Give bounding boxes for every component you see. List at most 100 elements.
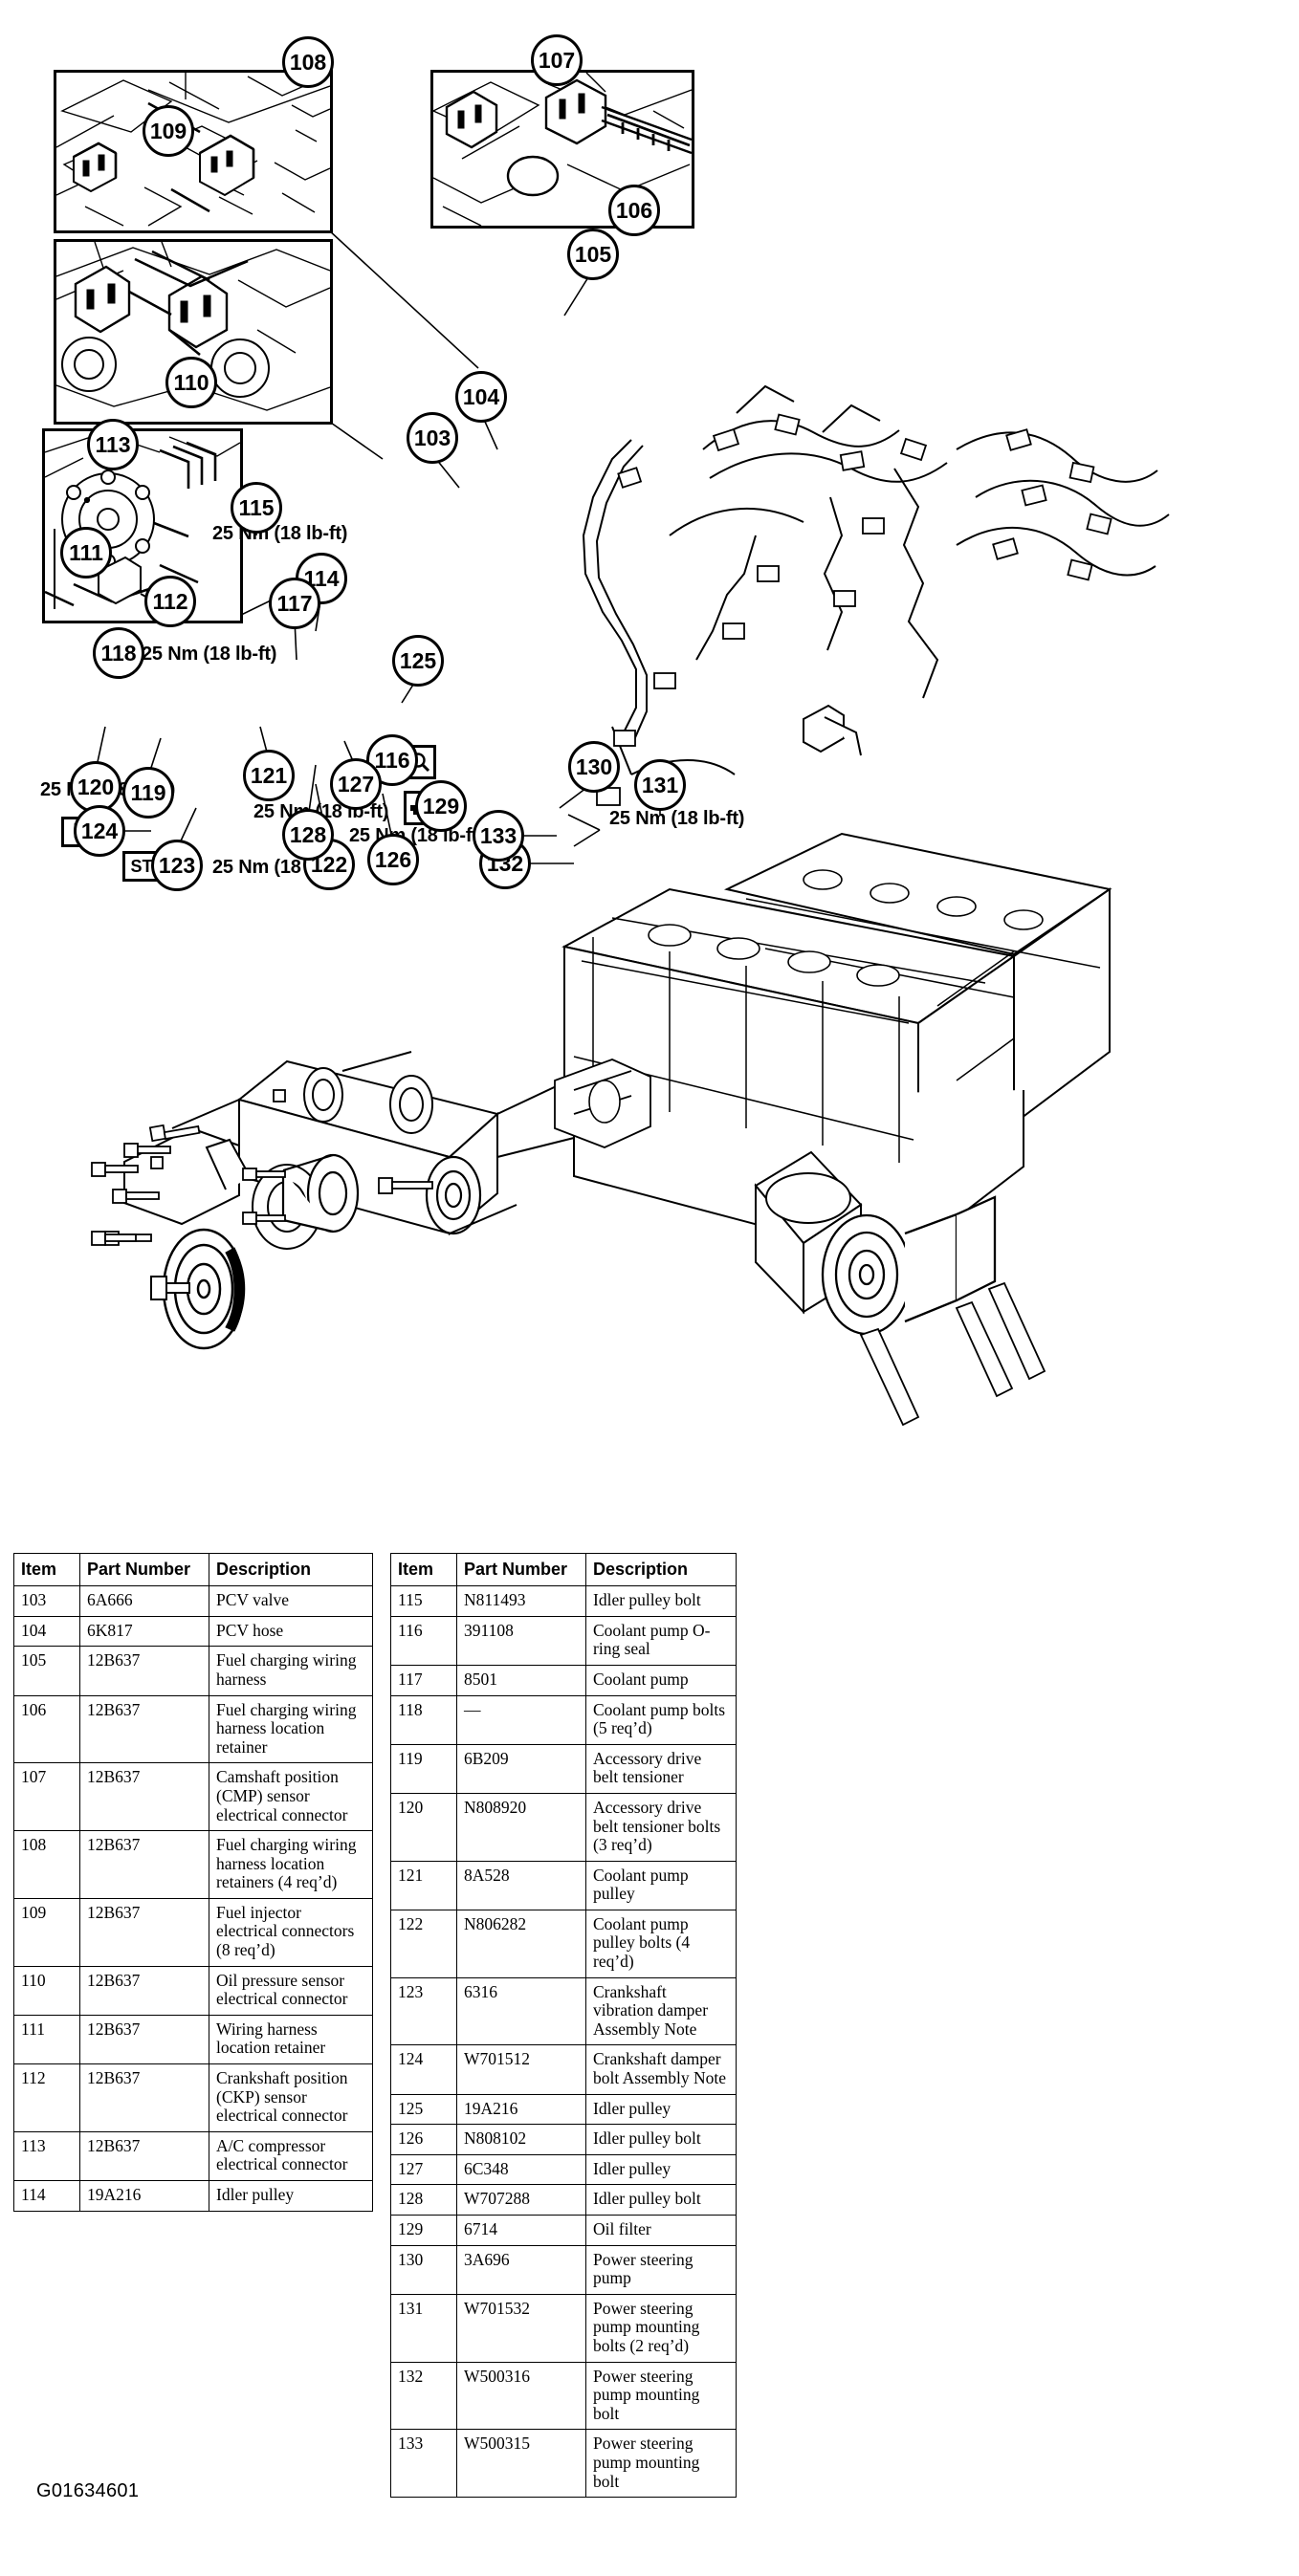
callout-125[interactable]: 125 bbox=[392, 635, 444, 687]
cell-part: W500316 bbox=[456, 2361, 586, 2431]
cell-part: N811493 bbox=[456, 1585, 586, 1617]
torque-label-118: 25 Nm (18 lb-ft) bbox=[142, 644, 277, 665]
callout-124[interactable]: 124 bbox=[74, 805, 125, 857]
callout-104[interactable]: 104 bbox=[455, 371, 507, 423]
cell-desc: Camshaft position (CMP) sensor electrica… bbox=[209, 1762, 373, 1832]
cell-part: 12B637 bbox=[79, 2130, 209, 2182]
figure-code: G01634601 bbox=[36, 2480, 140, 2501]
cell-part: 391108 bbox=[456, 1615, 586, 1666]
cell-desc: Crankshaft vibration damper Assembly Not… bbox=[585, 1976, 737, 2046]
cell-part: W707288 bbox=[456, 2184, 586, 2216]
callout-115[interactable]: 115 bbox=[231, 482, 282, 534]
callout-107[interactable]: 107 bbox=[531, 34, 583, 86]
callout-123[interactable]: 123 bbox=[151, 840, 203, 891]
table-header-row: Item Part Number Description bbox=[390, 1552, 737, 1587]
callout-118[interactable]: 118 bbox=[93, 627, 144, 679]
cell-item: 116 bbox=[390, 1615, 457, 1666]
cell-part: 12B637 bbox=[79, 1965, 209, 2016]
exploded-view-diagram: 25 Nm (18 lb-ft) 25 Nm (18 lb-ft) 25 Nm … bbox=[40, 34, 1170, 1427]
callout-127[interactable]: 127 bbox=[330, 758, 382, 810]
cell-desc: Coolant pump O-ring seal bbox=[585, 1615, 737, 1666]
cell-part: 6316 bbox=[456, 1976, 586, 2046]
main-engine-artwork bbox=[91, 384, 1170, 1427]
callout-103[interactable]: 103 bbox=[407, 412, 458, 464]
callout-119[interactable]: 119 bbox=[122, 767, 174, 819]
cell-item: 112 bbox=[13, 2063, 80, 2132]
cell-desc: PCV hose bbox=[209, 1615, 373, 1648]
cell-part: — bbox=[456, 1694, 586, 1745]
callout-109[interactable]: 109 bbox=[143, 105, 194, 157]
callout-130[interactable]: 130 bbox=[568, 741, 620, 793]
callout-131[interactable]: 131 bbox=[634, 759, 686, 811]
callout-129[interactable]: 129 bbox=[415, 780, 467, 832]
cell-desc: Power steering pump mounting bolt bbox=[585, 2361, 737, 2431]
cell-part: N806282 bbox=[456, 1909, 586, 1978]
cell-item: 123 bbox=[390, 1976, 457, 2046]
cell-desc: Fuel injector electrical connectors (8 r… bbox=[209, 1897, 373, 1967]
cell-desc: Idler pulley bolt bbox=[585, 2184, 737, 2216]
cell-desc: Power steering pump bbox=[585, 2244, 737, 2295]
column-header-item: Item bbox=[390, 1552, 457, 1587]
cell-item: 130 bbox=[390, 2244, 457, 2295]
callout-121[interactable]: 121 bbox=[243, 750, 295, 801]
callout-117[interactable]: 117 bbox=[269, 578, 320, 629]
cell-desc: Fuel charging wiring harness bbox=[209, 1646, 373, 1696]
cell-item: 118 bbox=[390, 1694, 457, 1745]
cell-item: 122 bbox=[390, 1909, 457, 1978]
callout-133[interactable]: 133 bbox=[473, 810, 524, 862]
cell-desc: Idler pulley bolt bbox=[585, 1585, 737, 1617]
callout-106[interactable]: 106 bbox=[608, 185, 660, 236]
callout-128[interactable]: 128 bbox=[282, 809, 334, 861]
callout-112[interactable]: 112 bbox=[144, 576, 196, 627]
cell-part: W500315 bbox=[456, 2429, 586, 2499]
cell-item: 107 bbox=[13, 1762, 80, 1832]
callout-120[interactable]: 120 bbox=[70, 761, 121, 813]
inset-art-110 bbox=[56, 242, 330, 411]
column-header-description: Description bbox=[585, 1552, 737, 1587]
callout-122[interactable]: 122 bbox=[303, 839, 355, 890]
cell-part: 6714 bbox=[456, 2215, 586, 2246]
callout-116[interactable]: 116 bbox=[366, 734, 418, 786]
callout-108[interactable]: 108 bbox=[282, 36, 334, 88]
cell-desc: A/C compressor electrical connector bbox=[209, 2130, 373, 2182]
cell-desc: Idler pulley bolt bbox=[585, 2124, 737, 2155]
cell-desc: Coolant pump pulley bolts (4 req’d) bbox=[585, 1909, 737, 1978]
cell-part: 6B209 bbox=[456, 1743, 586, 1794]
cell-item: 132 bbox=[390, 2361, 457, 2431]
callout-105[interactable]: 105 bbox=[567, 229, 619, 280]
cell-part: 8A528 bbox=[456, 1860, 586, 1910]
cell-desc: Accessory drive belt tensioner bbox=[585, 1743, 737, 1794]
callout-113[interactable]: 113 bbox=[87, 419, 139, 470]
cell-desc: Coolant pump pulley bbox=[585, 1860, 737, 1910]
callout-110[interactable]: 110 bbox=[165, 357, 217, 408]
callout-126[interactable]: 126 bbox=[367, 834, 419, 885]
cell-item: 106 bbox=[13, 1694, 80, 1764]
cell-desc: Idler pulley bbox=[209, 2180, 373, 2212]
callout-111[interactable]: 111 bbox=[60, 527, 112, 579]
cell-part: W701532 bbox=[456, 2293, 586, 2363]
cell-desc: Power steering pump mounting bolt bbox=[585, 2429, 737, 2499]
cell-desc: Oil filter bbox=[585, 2215, 737, 2246]
torque-label-131: 25 Nm (18 lb-ft) bbox=[609, 808, 745, 829]
